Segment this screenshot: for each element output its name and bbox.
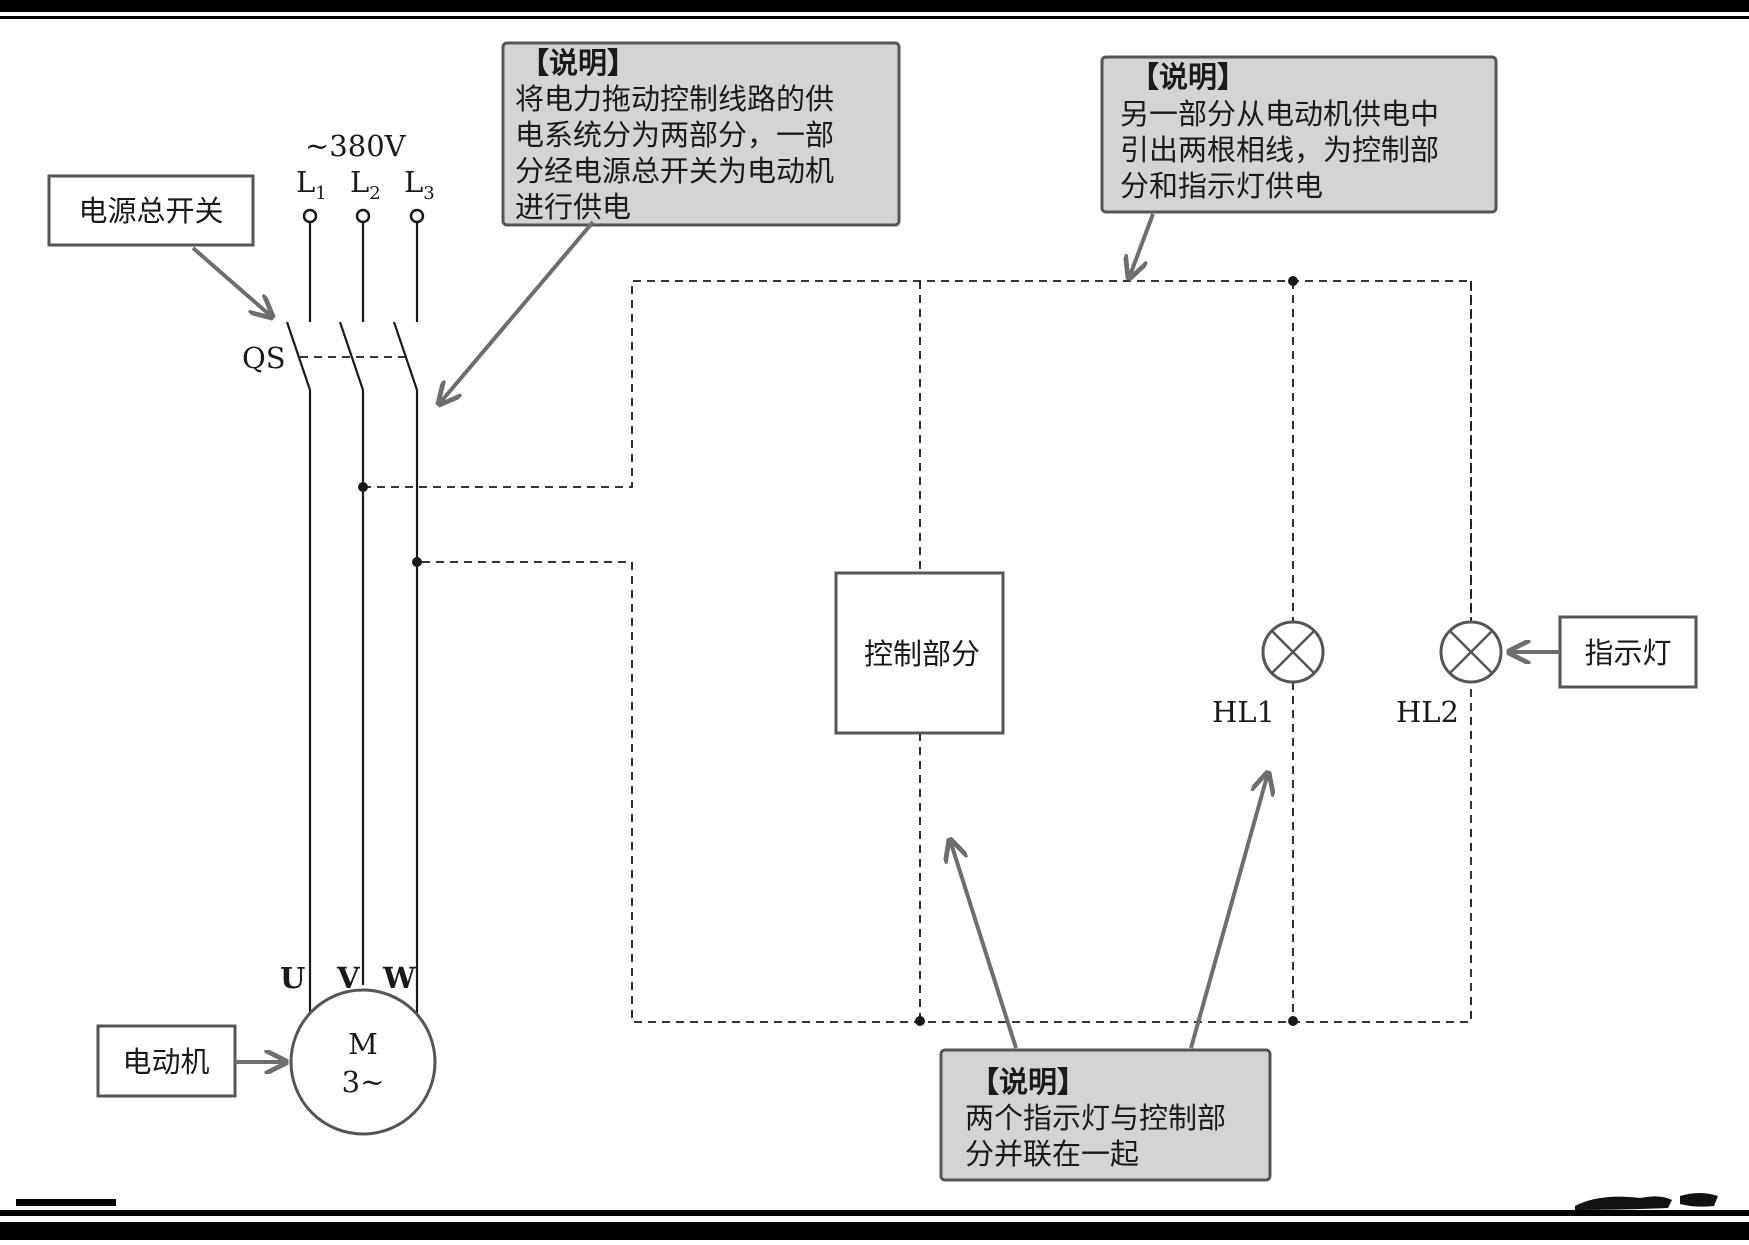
supply-voltage: ~380V xyxy=(305,129,407,163)
callout-control-supply-text: 【说明】 另一部分从电动机供电中 引出两根相线，为控制部 分和指示灯供电 xyxy=(1120,60,1448,203)
terminal-label-l2: L2 xyxy=(350,165,381,204)
terminal-l2 xyxy=(355,208,371,224)
control-part-label: 控制部分 xyxy=(864,637,980,671)
lamp-hl1-label: HL1 xyxy=(1212,695,1275,729)
bottom-left-mark xyxy=(16,1199,116,1206)
top-border-thick xyxy=(0,0,1749,12)
junction-w xyxy=(412,557,422,567)
arrow-to-phase-lines xyxy=(439,220,595,404)
lamp-hl2-icon xyxy=(1439,620,1503,684)
control-part-box xyxy=(834,571,1005,735)
terminal-l1 xyxy=(302,208,318,224)
arrow-to-lamp-hl1 xyxy=(1189,773,1268,1049)
motor-terminal-w: W xyxy=(382,961,416,995)
bottom-border-thin xyxy=(0,1210,1749,1216)
indicator-label: 指示灯 xyxy=(1584,636,1671,670)
junction-bottom-control xyxy=(915,1016,925,1026)
main-switch-label: 电源总开关 xyxy=(78,194,223,228)
arrow-to-control-part xyxy=(950,840,1018,1049)
junction-top xyxy=(1288,276,1298,286)
motor-symbol xyxy=(289,988,437,1136)
junction-bottom-lamp xyxy=(1288,1016,1298,1026)
main-switch-box xyxy=(47,174,255,247)
motor-phase: 3~ xyxy=(342,1065,385,1099)
motor-label: 电动机 xyxy=(122,1045,209,1079)
indicator-box xyxy=(1558,615,1698,689)
switch-label: QS xyxy=(242,341,286,375)
callout-power-split xyxy=(501,41,901,227)
top-border-thin xyxy=(0,16,1749,19)
arrow-to-control-supply xyxy=(1129,213,1155,278)
terminal-l3 xyxy=(409,208,425,224)
bottom-border-thick xyxy=(0,1222,1749,1240)
callout-parallel xyxy=(939,1048,1272,1182)
ink-brush-logo xyxy=(1575,1193,1718,1210)
terminal-label-l3: L3 xyxy=(404,165,435,204)
callout-parallel-text: 【说明】 两个指示灯与控制部 分并联在一起 xyxy=(965,1065,1235,1171)
callout-control-supply xyxy=(1100,55,1498,214)
callout-power-split-text: 【说明】 将电力拖动控制线路的供 电系统分为两部分，一部 分经电源总开关为电动机… xyxy=(515,46,843,224)
lamp-hl2-label: HL2 xyxy=(1396,695,1459,729)
motor-box xyxy=(96,1024,237,1098)
motor-terminal-u: U xyxy=(280,961,305,995)
motor-letter: M xyxy=(348,1027,378,1061)
lamp-hl1-icon xyxy=(1261,620,1325,684)
arrow-to-switch xyxy=(191,246,272,317)
main-switch-qs xyxy=(285,222,419,391)
terminal-label-l1: L1 xyxy=(296,165,327,204)
